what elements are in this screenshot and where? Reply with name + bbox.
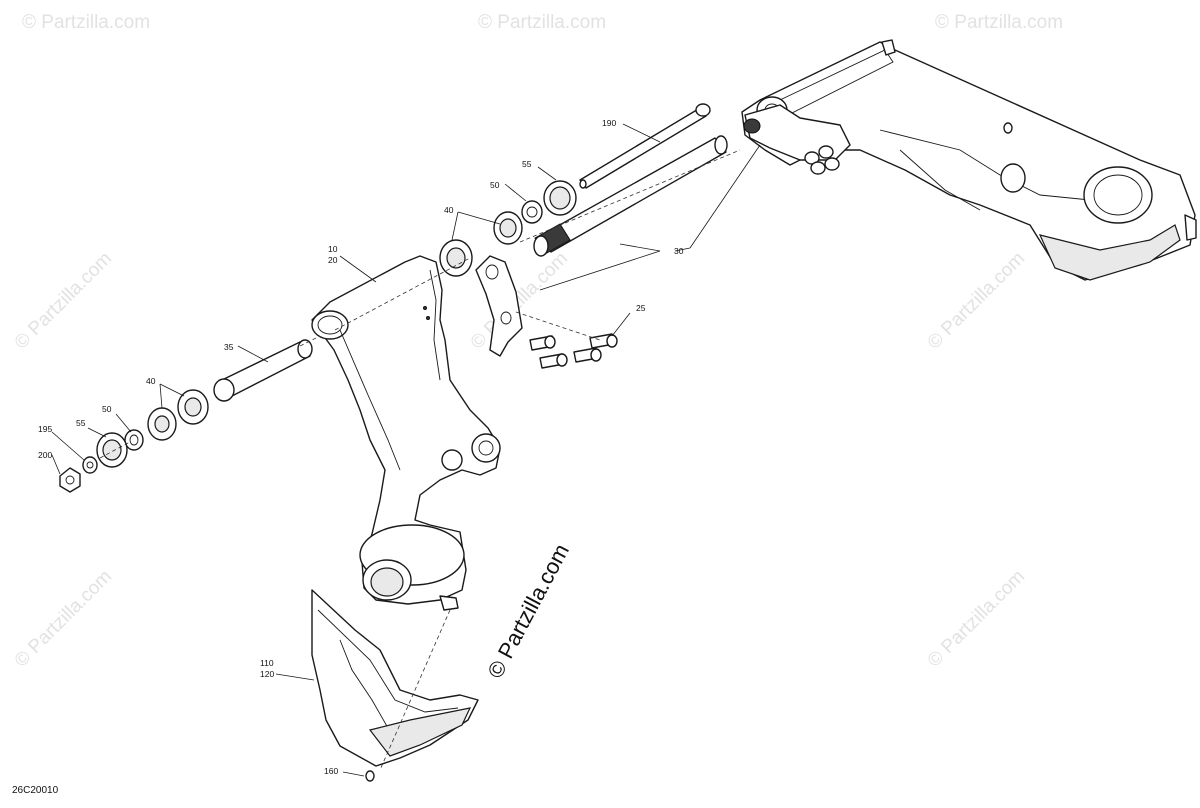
callout-50-lower[interactable]: 50 xyxy=(102,404,112,414)
callout-25[interactable]: 25 xyxy=(636,303,646,313)
watermark-tile: © Partzilla.com xyxy=(22,12,150,33)
bolts-25 xyxy=(529,333,618,369)
bracket xyxy=(475,255,523,357)
callout-10[interactable]: 10 xyxy=(328,244,338,254)
callout-50-upper[interactable]: 50 xyxy=(490,180,500,190)
trailing-arm-left xyxy=(311,255,501,611)
watermark-tile: © Partzilla.com xyxy=(11,566,116,671)
pin-35 xyxy=(213,339,313,402)
callout-190[interactable]: 190 xyxy=(602,118,616,128)
leader-lines xyxy=(51,123,761,777)
callout-40-lower[interactable]: 40 xyxy=(146,376,156,386)
callouts: 190 55 50 40 10 20 30 25 35 40 50 55 195… xyxy=(38,118,684,776)
callout-200[interactable]: 200 xyxy=(38,450,52,460)
skid-plate xyxy=(311,589,479,782)
callout-195[interactable]: 195 xyxy=(38,424,52,434)
watermark-tile: © Partzilla.com xyxy=(478,12,606,33)
callout-110[interactable]: 110 xyxy=(260,658,274,668)
watermark-tile: © Partzilla.com xyxy=(11,248,116,353)
diagram-code: 26C20010 xyxy=(12,785,59,796)
bearing-stack-lower xyxy=(59,389,209,493)
callout-55-lower[interactable]: 55 xyxy=(76,418,86,428)
assembly-lines xyxy=(99,149,741,771)
callout-30[interactable]: 30 xyxy=(674,246,684,256)
trailing-arm-assembly-right xyxy=(741,39,1197,281)
callout-55-upper[interactable]: 55 xyxy=(522,159,532,169)
callout-160[interactable]: 160 xyxy=(324,766,338,776)
callout-120[interactable]: 120 xyxy=(260,669,274,679)
shaft-190 xyxy=(579,103,711,189)
callout-20[interactable]: 20 xyxy=(328,255,338,265)
watermark-main: © Partzilla.com xyxy=(482,540,574,683)
callout-40-upper[interactable]: 40 xyxy=(444,205,454,215)
watermark-tile: © Partzilla.com xyxy=(924,566,1029,671)
callout-35[interactable]: 35 xyxy=(224,342,234,352)
watermark-tile: © Partzilla.com xyxy=(935,12,1063,33)
bearing-stack-upper xyxy=(439,180,577,277)
watermark-tile: © Partzilla.com xyxy=(924,248,1029,353)
